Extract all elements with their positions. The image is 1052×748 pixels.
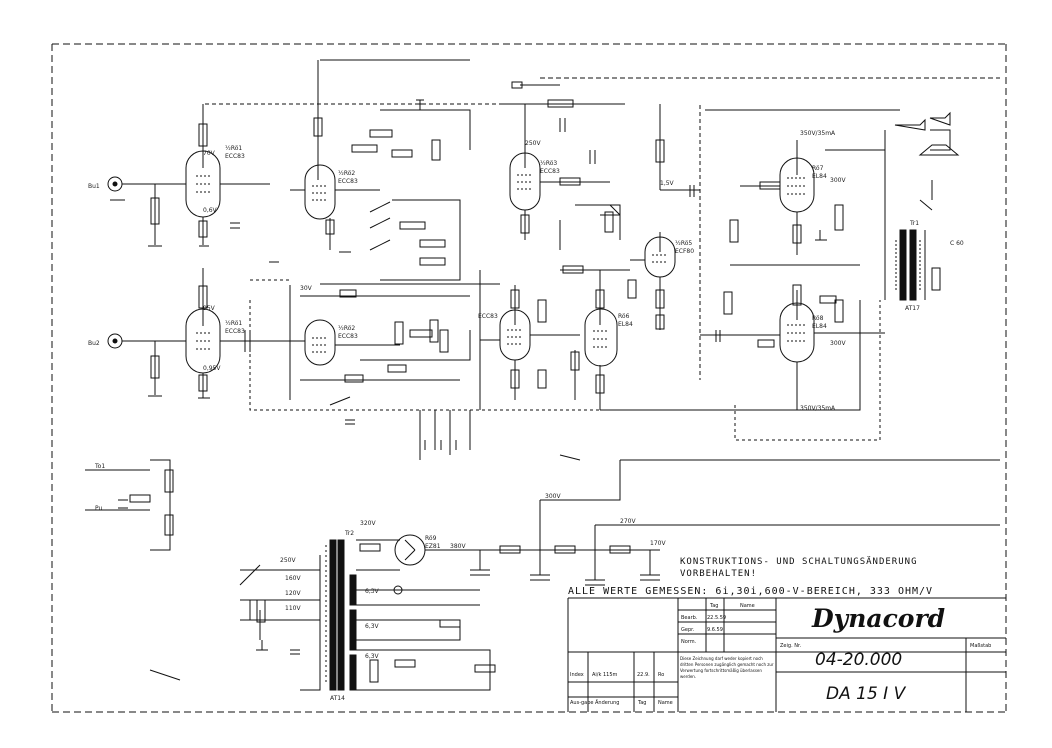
svg-text:EL84: EL84: [812, 323, 827, 330]
svg-text:ECC83: ECC83: [225, 328, 245, 335]
svg-text:95V: 95V: [203, 305, 216, 312]
norm-label: Norm.: [681, 639, 697, 645]
change-date: 22.9.: [637, 672, 650, 678]
svg-text:ECC83: ECC83: [338, 333, 358, 340]
copyright-note: Diese Zeichnung darf weder kopiert noch …: [680, 656, 774, 679]
change-tag-header: Tag: [638, 700, 647, 706]
change-initial: Ro: [658, 672, 665, 678]
svg-text:EZ81: EZ81: [425, 543, 441, 550]
svg-text:Rö9: Rö9: [425, 535, 437, 542]
svg-text:ECC83: ECC83: [540, 168, 560, 175]
svg-text:½Rö2: ½Rö2: [338, 325, 355, 332]
svg-text:Pu: Pu: [95, 505, 103, 512]
bearb-date: 22.5.59: [707, 615, 727, 621]
svg-text:320V: 320V: [360, 520, 376, 527]
svg-text:Bu1: Bu1: [88, 183, 100, 190]
svg-text:½Rö2: ½Rö2: [338, 170, 355, 177]
change-name-header: Name: [658, 700, 673, 706]
svg-text:380V: 380V: [450, 543, 466, 550]
name-header: Name: [740, 603, 755, 609]
svg-text:270V: 270V: [620, 518, 636, 525]
svg-text:Tr2: Tr2: [344, 530, 354, 537]
ausgabe-header: Aus-gabe: [570, 700, 594, 706]
svg-text:70V: 70V: [203, 150, 216, 157]
svg-text:170V: 170V: [650, 540, 666, 547]
aenderung-header: Änderung: [595, 700, 620, 706]
schematic-labels: Bu1 Bu2 ½Rö1 ECC83 ½Rö1 ECC83 ½Rö2 ECC83…: [88, 130, 964, 702]
svg-text:½Rö1: ½Rö1: [225, 320, 242, 327]
svg-text:300V: 300V: [830, 177, 846, 184]
svg-text:Rö6: Rö6: [618, 313, 630, 320]
reserved-note: VORBEHALTEN!: [680, 569, 758, 579]
svg-text:160V: 160V: [285, 575, 301, 582]
svg-text:30V: 30V: [300, 285, 313, 292]
svg-text:EL84: EL84: [812, 173, 827, 180]
svg-text:ECC83: ECC83: [478, 313, 498, 320]
svg-text:120V: 120V: [285, 590, 301, 597]
svg-text:C 60: C 60: [950, 240, 964, 247]
gepr-label: Gepr.: [681, 627, 695, 633]
svg-text:6,3V: 6,3V: [365, 623, 380, 630]
svg-text:ECC83: ECC83: [225, 153, 245, 160]
drawing-number-label: Zeig. Nr.: [780, 643, 802, 649]
tag-header: Tag: [710, 603, 719, 609]
svg-text:EL84: EL84: [618, 321, 633, 328]
svg-text:6,3V: 6,3V: [365, 653, 380, 660]
svg-text:250V: 250V: [280, 557, 296, 564]
svg-text:0,6V: 0,6V: [203, 207, 218, 214]
svg-text:110V: 110V: [285, 605, 301, 612]
measurement-note: ALLE WERTE GEMESSEN: 6i,30i,600-V-BEREIC…: [568, 586, 934, 597]
bearb-label: Bearb.: [681, 615, 698, 621]
svg-text:½Rö5: ½Rö5: [675, 240, 692, 247]
svg-text:300V: 300V: [830, 340, 846, 347]
svg-text:½Rö3: ½Rö3: [540, 160, 557, 167]
svg-text:0,95V: 0,95V: [203, 365, 221, 372]
svg-text:Bu2: Bu2: [88, 340, 100, 347]
gepr-date: 9.6.59: [707, 627, 723, 633]
change-text: Ai/k 115m: [592, 672, 618, 678]
svg-text:350V/35mA: 350V/35mA: [800, 405, 836, 412]
drawing-number: 04-20.000: [815, 650, 903, 670]
svg-text:AT14: AT14: [330, 695, 345, 702]
scale-label: Maßstab: [970, 643, 992, 649]
change-index: Index: [570, 672, 584, 678]
svg-text:To1: To1: [94, 463, 105, 470]
svg-text:ECC83: ECC83: [338, 178, 358, 185]
svg-text:6,3V: 6,3V: [365, 588, 380, 595]
svg-text:AT17: AT17: [905, 305, 920, 312]
svg-text:Tr1: Tr1: [909, 220, 919, 227]
svg-text:½Rö1: ½Rö1: [225, 145, 242, 152]
model-number: DA 15 I V: [826, 684, 906, 704]
svg-text:250V: 250V: [525, 140, 541, 147]
brand-logo: Dynacord: [812, 604, 946, 633]
svg-text:Rö7: Rö7: [812, 165, 824, 172]
svg-text:300V: 300V: [545, 493, 561, 500]
svg-text:Rö8: Rö8: [812, 315, 824, 322]
svg-text:350V/35mA: 350V/35mA: [800, 130, 836, 137]
change-note: KONSTRUKTIONS- UND SCHALTUNGSÄNDERUNG: [680, 557, 918, 567]
svg-text:ECF80: ECF80: [675, 248, 694, 255]
svg-text:1,5V: 1,5V: [660, 180, 675, 187]
